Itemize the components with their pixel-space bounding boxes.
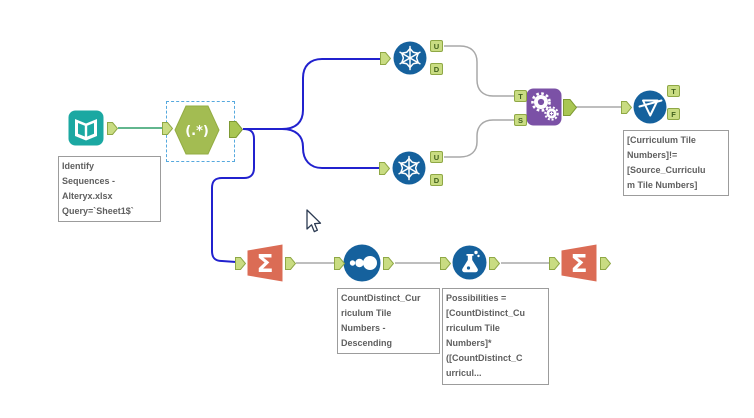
summarize-right-input-anchor[interactable] <box>549 257 561 270</box>
book-icon <box>68 110 104 146</box>
regex-hexagon-icon: (.*) <box>174 105 220 155</box>
unique-bottom-input-anchor[interactable] <box>379 162 391 175</box>
gears-icon <box>526 88 562 126</box>
dots-icon <box>343 244 381 282</box>
sigma-icon: Σ <box>561 244 597 282</box>
filter-tool[interactable] <box>633 90 667 129</box>
sort-output-anchor[interactable] <box>383 257 395 270</box>
funnel-icon <box>633 90 667 124</box>
summarize-right-output-anchor[interactable] <box>600 257 612 270</box>
unique-tool-top[interactable] <box>393 41 427 80</box>
macro-input-anchor-s[interactable]: S <box>514 114 527 126</box>
wire-regex-to-unique-bottom[interactable] <box>243 128 380 169</box>
formula-output-anchor[interactable] <box>489 257 501 270</box>
sort-input-anchor[interactable] <box>334 257 346 270</box>
unique-bottom-output-anchor-u[interactable]: U <box>430 151 443 163</box>
regex-label: (.*) <box>185 124 209 139</box>
summarize-left-output-anchor[interactable] <box>285 257 297 270</box>
unique-top-output-anchor-d[interactable]: D <box>430 63 443 75</box>
mouse-cursor <box>306 209 326 235</box>
summarize-left-input-anchor[interactable] <box>235 257 247 270</box>
sigma-glyph: Σ <box>256 249 273 278</box>
input-data-output-anchor[interactable] <box>107 122 119 135</box>
sort-annotation[interactable]: CountDistinct_Cur riculum Tile Numbers -… <box>337 288 440 354</box>
unique-top-input-anchor[interactable] <box>380 52 392 65</box>
input-data-tool[interactable] <box>68 110 104 151</box>
summarize-tool-left[interactable]: Σ <box>247 244 283 287</box>
regex-output-anchor[interactable] <box>229 121 244 138</box>
macro-output-anchor[interactable] <box>563 99 578 116</box>
unique-bottom-output-anchor-d[interactable]: D <box>430 174 443 186</box>
macro-tool[interactable] <box>526 88 562 131</box>
unique-top-output-anchor-u[interactable]: U <box>430 40 443 52</box>
filter-annotation[interactable]: [Curriculum Tile Numbers]!= [Source_Curr… <box>623 130 729 196</box>
wire-unique-top-to-macro-t[interactable] <box>444 45 516 97</box>
formula-tool[interactable] <box>452 245 487 285</box>
formula-annotation[interactable]: Possibilities = [CountDistinct_Cu rricul… <box>442 288 549 385</box>
wire-regex-to-summarize[interactable] <box>211 128 255 263</box>
snowflake-icon <box>392 151 426 185</box>
wire-unique-bottom-to-macro-s[interactable] <box>444 119 516 158</box>
filter-input-anchor[interactable] <box>621 101 633 114</box>
filter-output-anchor-t[interactable]: T <box>667 85 680 97</box>
regex-tool[interactable]: (.*) <box>174 105 220 160</box>
flask-icon <box>452 245 487 280</box>
sigma-glyph: Σ <box>570 249 587 278</box>
formula-input-anchor[interactable] <box>440 257 452 270</box>
regex-input-anchor[interactable] <box>162 122 174 135</box>
sort-tool[interactable] <box>343 244 381 287</box>
sigma-icon: Σ <box>247 244 283 282</box>
snowflake-icon <box>393 41 427 75</box>
filter-output-anchor-f[interactable]: F <box>667 108 680 120</box>
input-data-annotation[interactable]: Identify Sequences - Alteryx.xlsx Query=… <box>58 156 161 222</box>
macro-input-anchor-t[interactable]: T <box>514 90 527 102</box>
unique-tool-bottom[interactable] <box>392 151 426 190</box>
summarize-tool-right[interactable]: Σ <box>561 244 597 287</box>
wire-regex-to-unique-top[interactable] <box>243 58 381 130</box>
